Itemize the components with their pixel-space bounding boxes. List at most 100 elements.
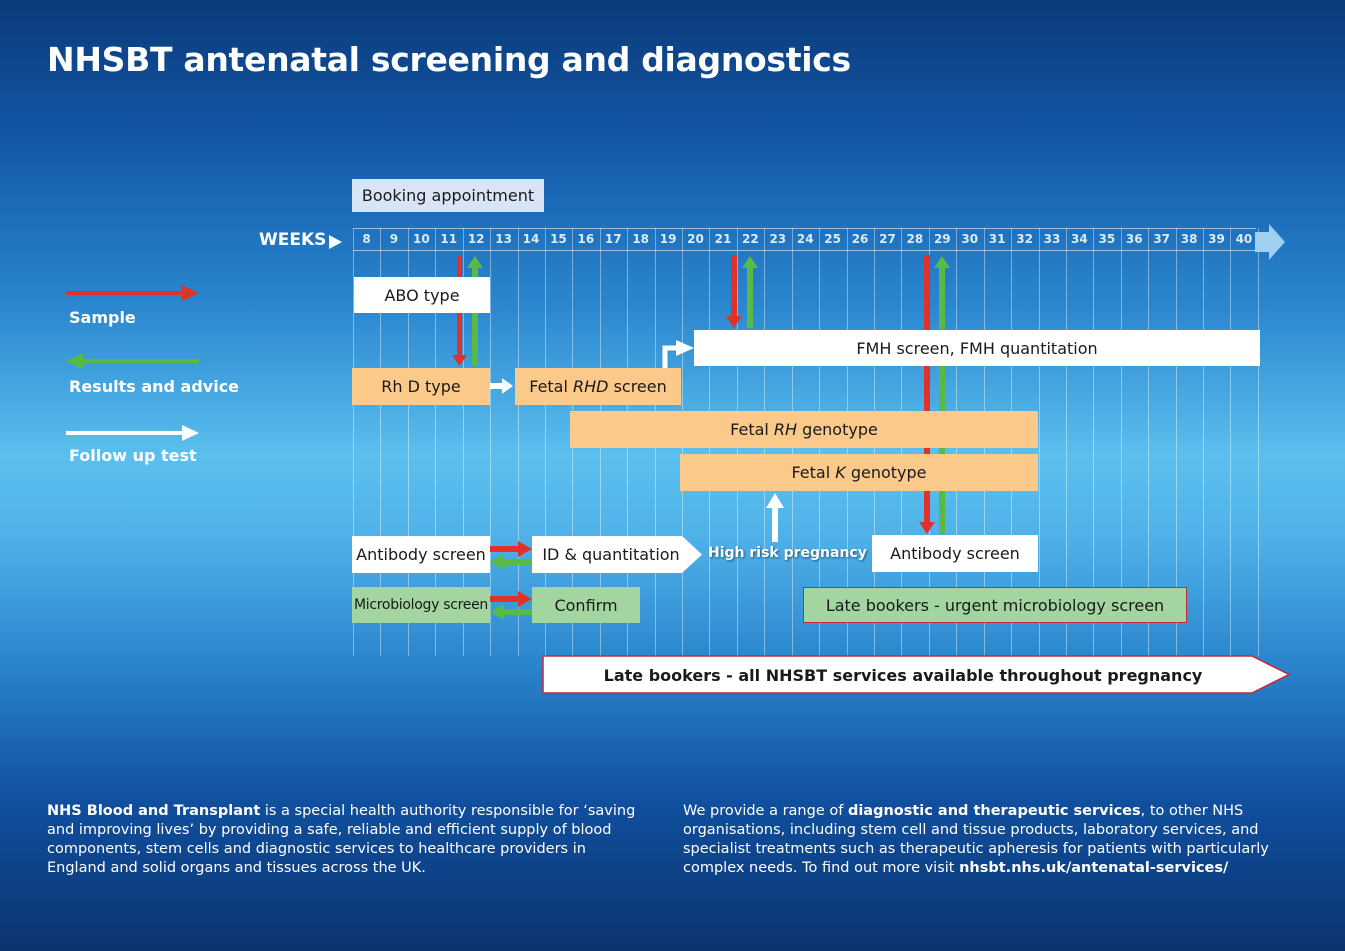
fetal-rhd-text-b: RHD — [573, 377, 609, 396]
sample-arrow-week-28 — [919, 255, 935, 534]
week-gridline — [1257, 228, 1259, 656]
fetal-rh-genotype-box: Fetal RH genotype — [570, 411, 1038, 448]
week-label: 28 — [906, 232, 924, 246]
result-arrow-antibody — [490, 554, 532, 570]
sample-arrow-micro — [490, 591, 532, 607]
abo-type-box: ABO type — [354, 277, 490, 313]
footer-about-nhsbt: NHS Blood and Transplant is a special he… — [47, 802, 647, 878]
week-label: 25 — [824, 232, 841, 246]
week-label: 36 — [1125, 232, 1143, 246]
id-quantitation-label: ID & quantitation — [542, 545, 680, 564]
footer-about-text: is a special health authority responsibl… — [47, 803, 636, 876]
legend-sample: Sample — [69, 308, 136, 327]
late-bookers-microbiology-box: Late bookers - urgent microbiology scree… — [803, 587, 1187, 623]
antibody-screen-box-early: Antibody screen — [352, 536, 490, 573]
confirm-box: Confirm — [532, 587, 640, 623]
week-label: 12 — [467, 232, 485, 246]
fetal-k-text-b: K — [835, 463, 846, 482]
result-arrow-week-22 — [742, 256, 758, 328]
week-gridline — [490, 228, 492, 656]
fetal-rhd-text-a: Fetal — [529, 377, 574, 396]
rh-d-type-box: Rh D type — [352, 368, 490, 405]
footer-services-text-b: , to other NHS organisations, including … — [683, 803, 1269, 876]
fetal-rh-text-c: genotype — [797, 420, 878, 439]
weeks-label: WEEKS — [259, 230, 327, 250]
legend-follow-up-test: Follow up test — [69, 446, 197, 465]
week-label: 19 — [659, 232, 677, 246]
week-gridline — [353, 228, 354, 656]
week-gridline — [544, 228, 546, 656]
week-gridline — [1203, 228, 1205, 656]
legend-results-and-advice: Results and advice — [69, 377, 240, 396]
fmh-box: FMH screen, FMH quantitation — [694, 330, 1260, 366]
fetal-rh-text-a: Fetal — [730, 420, 774, 439]
week-label: 10 — [412, 232, 430, 246]
week-label: 29 — [933, 232, 951, 246]
fetal-k-genotype-box: Fetal K genotype — [680, 454, 1038, 491]
result-arrow-week-29 — [934, 256, 950, 534]
week-label: 11 — [440, 232, 458, 246]
axis-arrow-icon — [1255, 224, 1285, 260]
fetal-k-text-c: genotype — [845, 463, 927, 482]
week-label: 22 — [742, 232, 759, 246]
week-gridline — [1065, 228, 1067, 656]
week-label: 37 — [1153, 232, 1171, 246]
fetal-k-text-a: Fetal — [791, 463, 836, 482]
footer-services-text-a: We provide a range of — [683, 803, 848, 819]
week-label: 35 — [1098, 232, 1116, 246]
footer-link[interactable]: nhsbt.nhs.uk/antenatal-services/ — [959, 860, 1229, 876]
week-label: 24 — [796, 232, 814, 246]
week-label: 31 — [988, 232, 1006, 246]
followup-arrow-rhd — [490, 378, 513, 394]
week-label: 17 — [604, 232, 622, 246]
week-label: 39 — [1208, 232, 1225, 246]
high-risk-pregnancy-label: High risk pregnancy — [708, 545, 867, 561]
footer-org-name: NHS Blood and Transplant — [47, 803, 261, 819]
week-gridline — [1230, 228, 1232, 656]
week-label: 27 — [879, 232, 896, 246]
late-bookers-banner-label: Late bookers - all NHSBT services availa… — [603, 665, 1203, 685]
follow-up-arrow-icon — [66, 425, 199, 441]
week-label: 32 — [1016, 232, 1033, 246]
week-gridline — [1120, 228, 1122, 656]
fetal-rh-text-b: RH — [773, 420, 798, 439]
weeks-pointer-icon — [329, 235, 342, 249]
page-title: NHSBT antenatal screening and diagnostic… — [47, 40, 851, 79]
week-label: 14 — [522, 232, 540, 246]
week-label: 16 — [577, 232, 595, 246]
sample-arrow-week-21 — [726, 255, 742, 328]
week-label: 33 — [1043, 232, 1061, 246]
sample-arrow-antibody — [490, 541, 532, 557]
week-gridline — [407, 228, 409, 656]
sample-arrow-icon — [66, 285, 199, 301]
followup-arrow-fmh-head — [676, 340, 694, 356]
week-gridline — [435, 228, 437, 656]
fetal-rhd-screen-box: Fetal RHD screen — [515, 368, 681, 405]
week-gridline — [1093, 228, 1095, 656]
microbiology-screen-box: Microbiology screen — [352, 587, 490, 623]
week-label: 34 — [1071, 232, 1088, 246]
week-gridline — [380, 228, 382, 656]
week-label: 15 — [550, 232, 567, 246]
axis-top-rule — [353, 228, 1256, 229]
high-risk-up-arrow — [766, 493, 784, 542]
week-label: 26 — [851, 232, 869, 246]
followup-arrow-fmh-connector — [662, 345, 680, 368]
week-label: 38 — [1180, 232, 1198, 246]
week-label: 20 — [687, 232, 704, 246]
week-label: 23 — [769, 232, 787, 246]
week-label: 18 — [632, 232, 650, 246]
week-gridline — [1175, 228, 1177, 656]
week-gridline — [1148, 228, 1150, 656]
week-label: 9 — [389, 232, 399, 246]
week-label: 21 — [714, 232, 732, 246]
footer-services: We provide a range of diagnostic and the… — [683, 802, 1308, 878]
week-label: 8 — [362, 232, 371, 246]
fetal-rhd-text-c: screen — [608, 377, 667, 396]
week-gridline — [1038, 228, 1040, 656]
booking-appointment-label: Booking appointment — [352, 179, 544, 212]
results-arrow-icon — [66, 353, 199, 369]
week-gridline — [517, 228, 519, 656]
week-label: 40 — [1235, 232, 1253, 246]
